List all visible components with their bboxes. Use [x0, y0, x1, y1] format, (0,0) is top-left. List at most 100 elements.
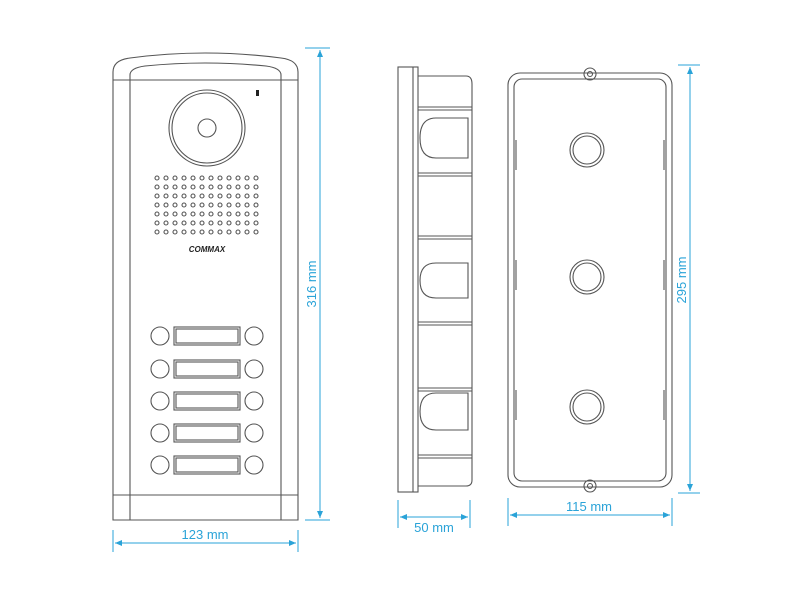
grille-hole	[226, 229, 232, 235]
grille-hole	[226, 175, 232, 181]
grille-hole	[181, 184, 187, 190]
grille-hole	[244, 211, 250, 217]
dimension-front-height: 316 mm	[304, 47, 330, 521]
grille-hole	[253, 220, 259, 226]
back-box-outline	[507, 72, 673, 488]
grille-hole	[181, 220, 187, 226]
grille-hole	[181, 175, 187, 181]
grille-hole	[190, 220, 196, 226]
grille-hole	[163, 211, 169, 217]
grille-hole	[208, 193, 214, 199]
grille-hole	[226, 193, 232, 199]
led-indicator	[256, 90, 259, 96]
dimension-box-height: 295 mm	[674, 64, 700, 494]
name-plate	[173, 423, 241, 443]
grille-hole	[253, 193, 259, 199]
call-button-right[interactable]	[244, 326, 264, 346]
grille-hole	[190, 202, 196, 208]
knockout-tab	[419, 117, 469, 159]
grille-hole	[172, 202, 178, 208]
grille-hole	[199, 211, 205, 217]
svg-text:50 mm: 50 mm	[414, 520, 454, 535]
grille-hole	[208, 220, 214, 226]
grille-hole	[163, 175, 169, 181]
grille-hole	[235, 211, 241, 217]
grille-hole	[163, 184, 169, 190]
grille-hole	[190, 184, 196, 190]
grille-hole	[226, 202, 232, 208]
grille-hole	[181, 202, 187, 208]
call-button-left[interactable]	[150, 455, 170, 475]
knockout-tab	[419, 392, 469, 431]
grille-hole	[163, 229, 169, 235]
grille-hole	[208, 184, 214, 190]
svg-text:295 mm: 295 mm	[674, 257, 689, 304]
grille-hole	[199, 229, 205, 235]
grille-hole	[163, 193, 169, 199]
grille-hole	[217, 220, 223, 226]
grille-hole	[217, 175, 223, 181]
grille-hole	[154, 211, 160, 217]
speaker-grille	[154, 175, 259, 235]
bottom-screw-tab	[583, 479, 597, 493]
grille-hole	[217, 211, 223, 217]
grille-hole	[244, 229, 250, 235]
grille-hole	[253, 211, 259, 217]
knockout-tab	[419, 262, 469, 299]
cable-entry-hole	[569, 132, 605, 168]
grille-hole	[244, 220, 250, 226]
name-plate	[173, 326, 241, 346]
name-plate	[173, 455, 241, 475]
grille-hole	[235, 193, 241, 199]
grille-hole	[235, 220, 241, 226]
call-button-left[interactable]	[150, 391, 170, 411]
grille-hole	[253, 184, 259, 190]
grille-hole	[208, 211, 214, 217]
grille-hole	[154, 193, 160, 199]
grille-hole	[244, 184, 250, 190]
grille-hole	[226, 184, 232, 190]
grille-hole	[244, 193, 250, 199]
call-button-left[interactable]	[150, 359, 170, 379]
back-box	[507, 67, 673, 493]
call-button-right[interactable]	[244, 391, 264, 411]
side-view	[397, 66, 473, 493]
call-button-right[interactable]	[244, 359, 264, 379]
grille-hole	[217, 202, 223, 208]
dimension-box-width: 115 mm	[507, 498, 673, 526]
cable-entry-hole	[569, 259, 605, 295]
grille-hole	[181, 193, 187, 199]
grille-hole	[226, 211, 232, 217]
commax-logo: COMMAX	[189, 245, 226, 254]
grille-hole	[181, 229, 187, 235]
grille-hole	[154, 175, 160, 181]
grille-hole	[172, 193, 178, 199]
grille-hole	[208, 229, 214, 235]
call-button-right[interactable]	[244, 423, 264, 443]
svg-text:115 mm: 115 mm	[566, 499, 612, 514]
svg-text:123 mm: 123 mm	[182, 527, 229, 542]
grille-hole	[172, 184, 178, 190]
top-screw-tab	[583, 67, 597, 81]
grille-hole	[226, 220, 232, 226]
grille-hole	[199, 220, 205, 226]
call-button-right[interactable]	[244, 455, 264, 475]
grille-hole	[235, 184, 241, 190]
grille-hole	[190, 175, 196, 181]
svg-text:316 mm: 316 mm	[304, 261, 319, 308]
grille-hole	[217, 184, 223, 190]
call-button-left[interactable]	[150, 326, 170, 346]
grille-hole	[190, 211, 196, 217]
grille-hole	[154, 184, 160, 190]
camera-lens-icon	[197, 118, 217, 138]
grille-hole	[190, 193, 196, 199]
grille-hole	[154, 229, 160, 235]
grille-hole	[199, 202, 205, 208]
grille-hole	[235, 175, 241, 181]
front-panel-outline	[112, 52, 299, 521]
call-button-left[interactable]	[150, 423, 170, 443]
grille-hole	[163, 220, 169, 226]
cable-entry-hole	[569, 389, 605, 425]
grille-hole	[235, 202, 241, 208]
